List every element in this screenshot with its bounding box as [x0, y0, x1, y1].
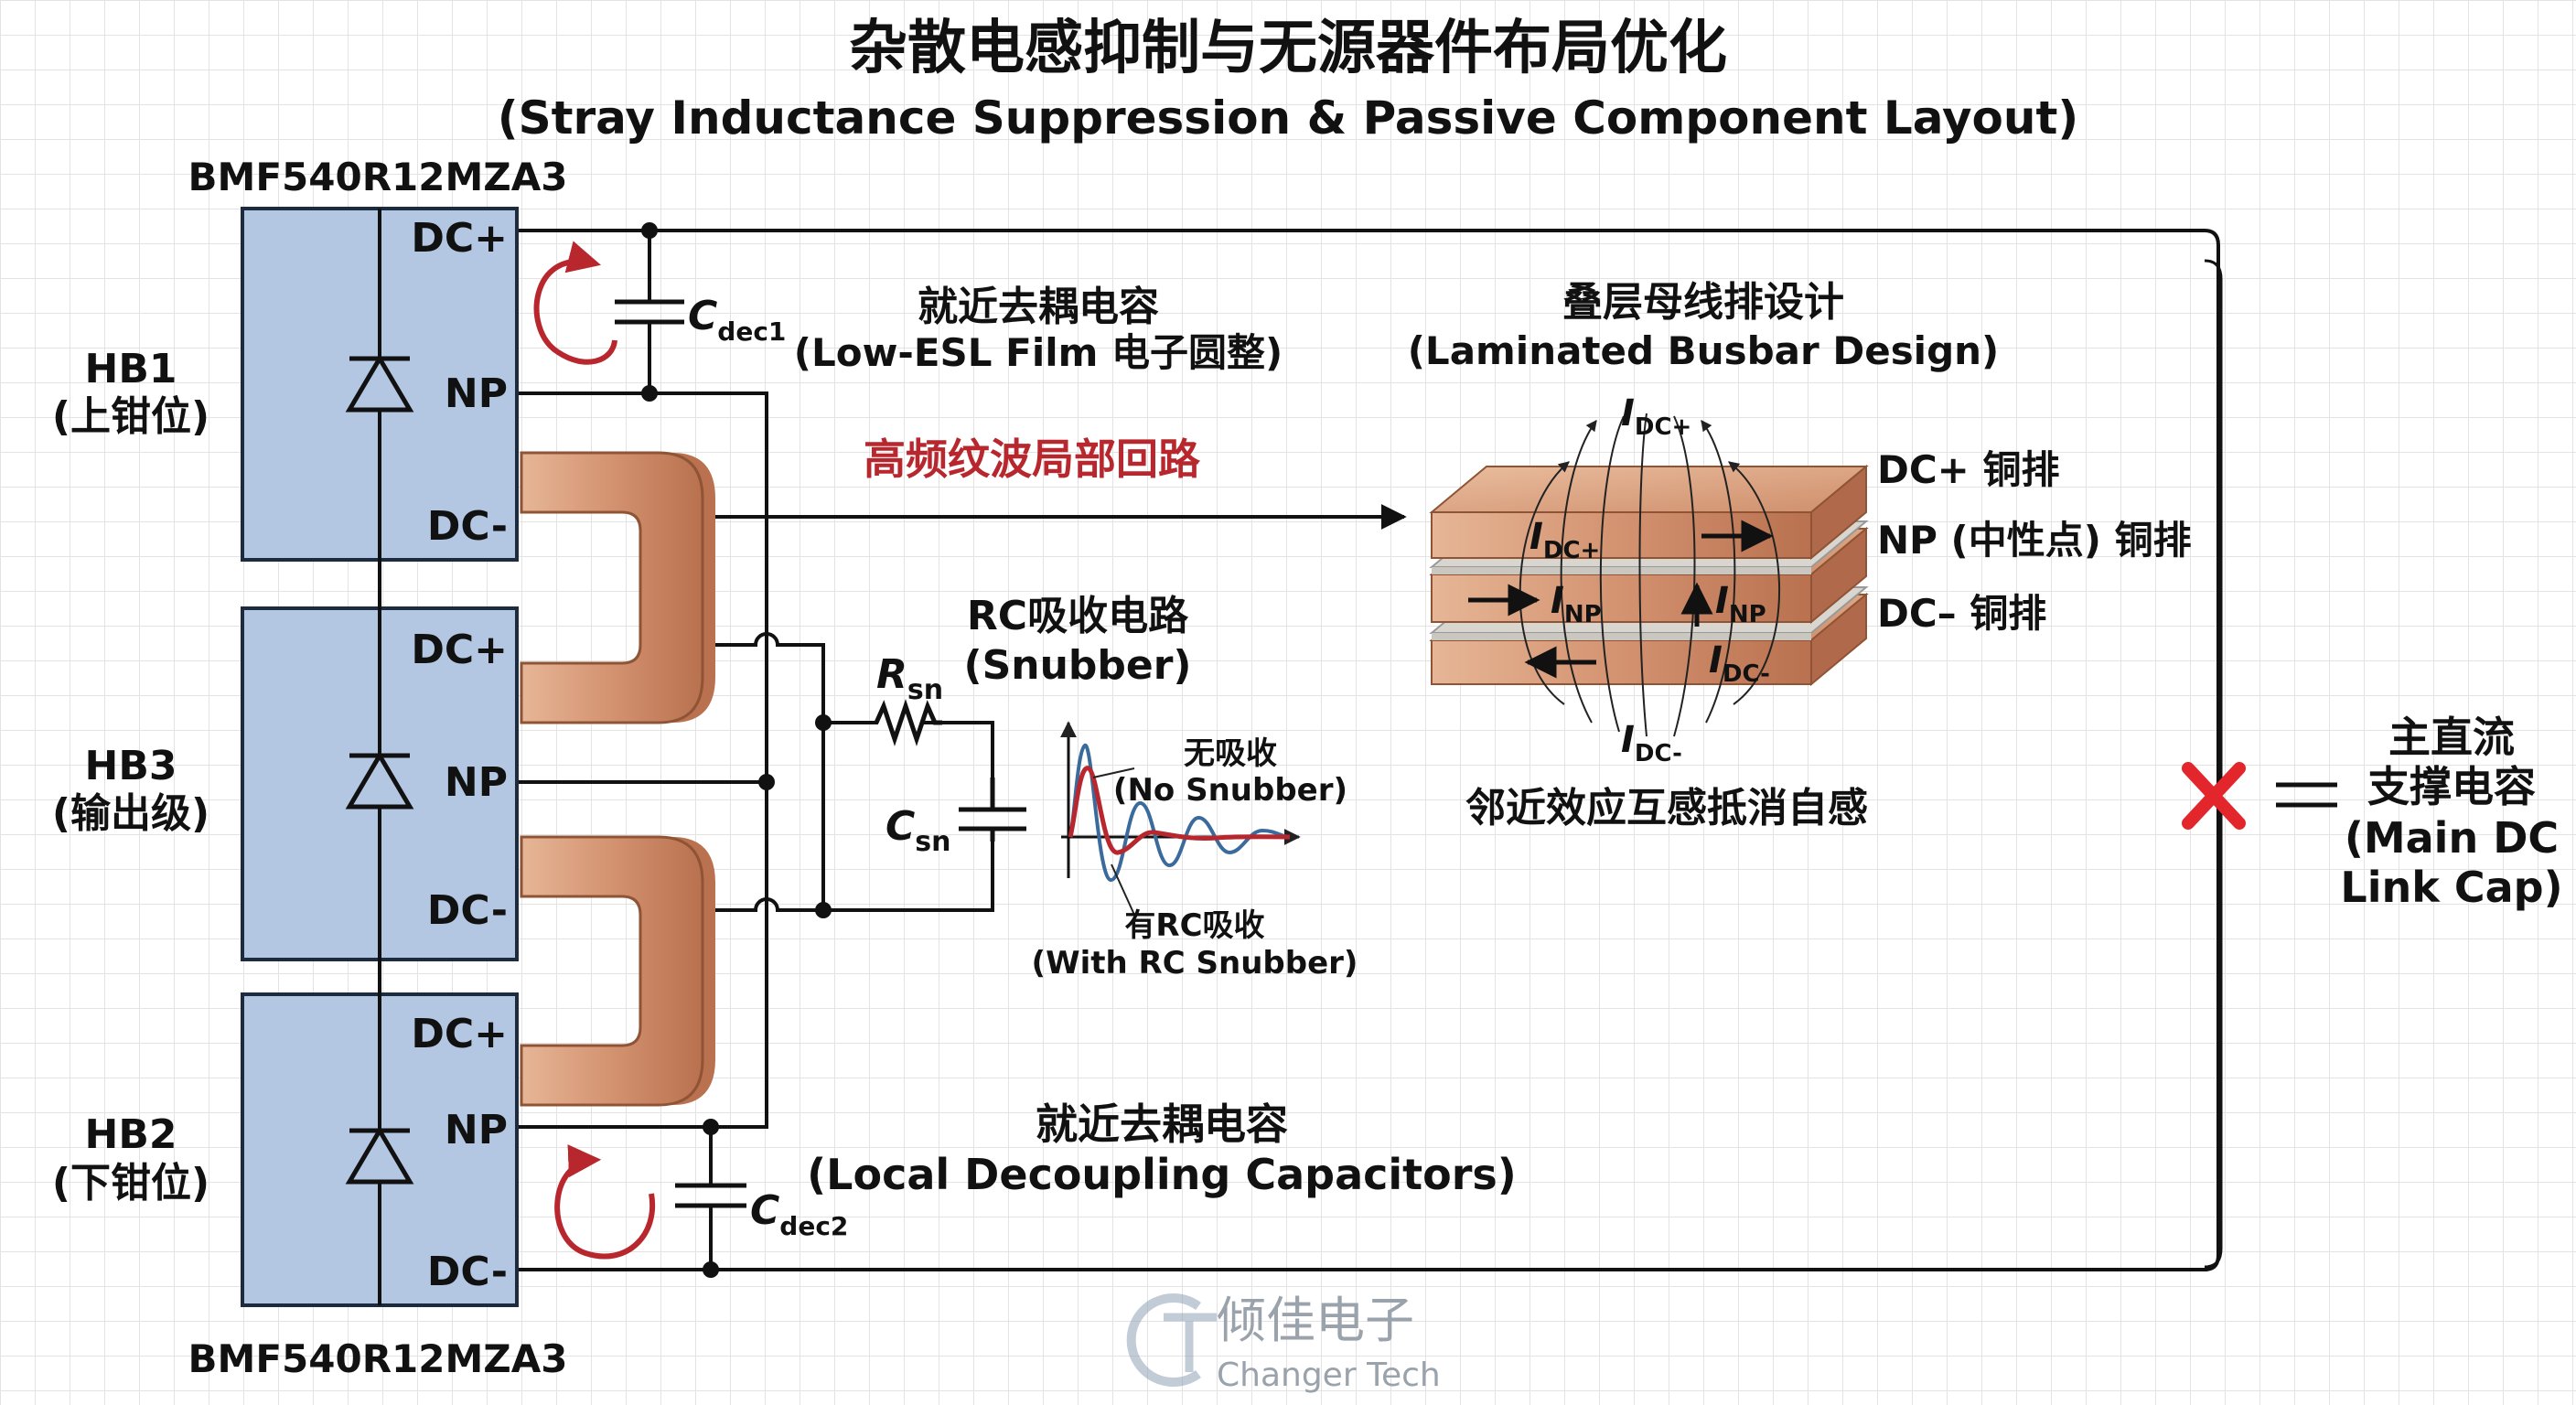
page-title: 杂散电感抑制与无源器件布局优化 — [849, 15, 1727, 82]
csn-symbol: Csn — [886, 803, 951, 858]
junction-dots — [641, 222, 832, 1278]
with-snubber-en: (With RC Snubber) — [1032, 945, 1358, 981]
svg-text:DC-: DC- — [427, 887, 508, 934]
svg-text:DC+: DC+ — [411, 1011, 508, 1057]
snubber-capacitor — [959, 778, 1026, 842]
cdec2-label-cn: 就近去耦电容 — [1036, 1099, 1288, 1149]
layer-np-label: NP (中性点) 铜排 — [1877, 518, 2192, 563]
busbar-title-en: (Laminated Busbar Design) — [1408, 328, 2000, 373]
current-labels: IDC+ IDC+ INP INP IDC- IDC- — [1530, 392, 1770, 767]
cdec2-capacitor — [675, 1183, 746, 1208]
hb2-name: HB2 — [85, 1111, 177, 1158]
svg-text:INP: INP — [1551, 580, 1602, 628]
cdec1-label-en: (Low-ESL Film 电子圆整) — [794, 330, 1283, 375]
main-cap-line4: Link Cap) — [2340, 863, 2562, 912]
copper-connector-upper — [520, 451, 715, 724]
cdec1-label-cn: 就近去耦电容 — [918, 284, 1159, 330]
watermark-en: Changer Tech — [1217, 1357, 1441, 1394]
part-number-top: BMF540R12MZA3 — [188, 155, 568, 199]
cross-icon — [2182, 762, 2246, 830]
cdec2-symbol: Cdec2 — [750, 1187, 848, 1241]
rsn-symbol: Rsn — [876, 651, 943, 706]
cdec2-label-en: (Local Decoupling Capacitors) — [807, 1150, 1517, 1199]
snubber-waveform-plot — [1060, 721, 1301, 916]
main-cap-line2: 支撑电容 — [2367, 762, 2536, 811]
diode-hb1 — [345, 354, 414, 413]
snubber-resistor — [874, 699, 942, 746]
svg-text:INP: INP — [1715, 580, 1766, 628]
svg-text:NP: NP — [445, 759, 508, 806]
watermark-logo — [1126, 1293, 1217, 1387]
current-arrows — [1468, 520, 1774, 679]
diode-hb3 — [345, 751, 414, 810]
main-wires — [517, 229, 2223, 1271]
svg-text:IDC-: IDC- — [1621, 719, 1682, 767]
svg-text:DC-: DC- — [427, 503, 508, 550]
with-snubber-cn: 有RC吸收 — [1124, 907, 1264, 944]
busbar-caption: 邻近效应互感抵消自感 — [1465, 785, 1868, 831]
magnetic-field-lines — [1519, 413, 1781, 737]
watermark-cn: 倾佳电子 — [1217, 1292, 1414, 1349]
waveform-with-snubber — [1068, 766, 1291, 855]
no-snubber-en: (No Snubber) — [1113, 772, 1347, 809]
snubber-title-en: (Snubber) — [963, 642, 1191, 689]
hb3-role: (输出级) — [52, 790, 209, 837]
main-capacitor — [2276, 782, 2337, 808]
svg-text:DC+: DC+ — [411, 215, 508, 262]
cdec1-capacitor — [615, 299, 684, 325]
layer-dcp-label: DC+ 铜排 — [1877, 447, 2060, 492]
loop-arrow-2 — [554, 1144, 656, 1260]
busbar-stack — [1429, 464, 1869, 687]
copper-connector-lower — [520, 835, 715, 1107]
loop-label: 高频纹波局部回路 — [864, 434, 1201, 484]
hb3-name: HB3 — [85, 743, 177, 789]
svg-text:NP: NP — [445, 370, 508, 417]
main-cap-line3: (Main DC — [2345, 813, 2559, 863]
diode-hb2 — [345, 1126, 414, 1185]
svg-text:NP: NP — [445, 1107, 508, 1153]
main-cap-line1: 主直流 — [2388, 713, 2515, 762]
hb2-role: (下钳位) — [52, 1160, 209, 1207]
page-subtitle: (Stray Inductance Suppression & Passive … — [498, 91, 2079, 145]
svg-text:IDC-: IDC- — [1709, 639, 1770, 688]
hb1-role: (上钳位) — [52, 393, 209, 440]
hb1-name: HB1 — [85, 346, 177, 392]
snubber-title-cn: RC吸收电路 — [967, 593, 1189, 639]
terminal-labels: DC+ NP DC- DC+ NP DC- DC+ NP DC- — [411, 215, 508, 1295]
snubber-feed-wires — [715, 632, 994, 912]
svg-text:IDC+: IDC+ — [1621, 392, 1691, 441]
part-number-bottom: BMF540R12MZA3 — [188, 1336, 568, 1381]
no-snubber-cn: 无吸收 — [1184, 735, 1277, 772]
cdec1-symbol: Cdec1 — [688, 293, 786, 347]
svg-text:DC+: DC+ — [411, 627, 508, 673]
svg-text:IDC+: IDC+ — [1530, 516, 1600, 564]
svg-text:DC-: DC- — [427, 1249, 508, 1295]
layer-dcm-label: DC– 铜排 — [1877, 591, 2046, 636]
busbar-title-cn: 叠层母线排设计 — [1562, 279, 1844, 326]
loop-arrow-1 — [533, 241, 617, 365]
